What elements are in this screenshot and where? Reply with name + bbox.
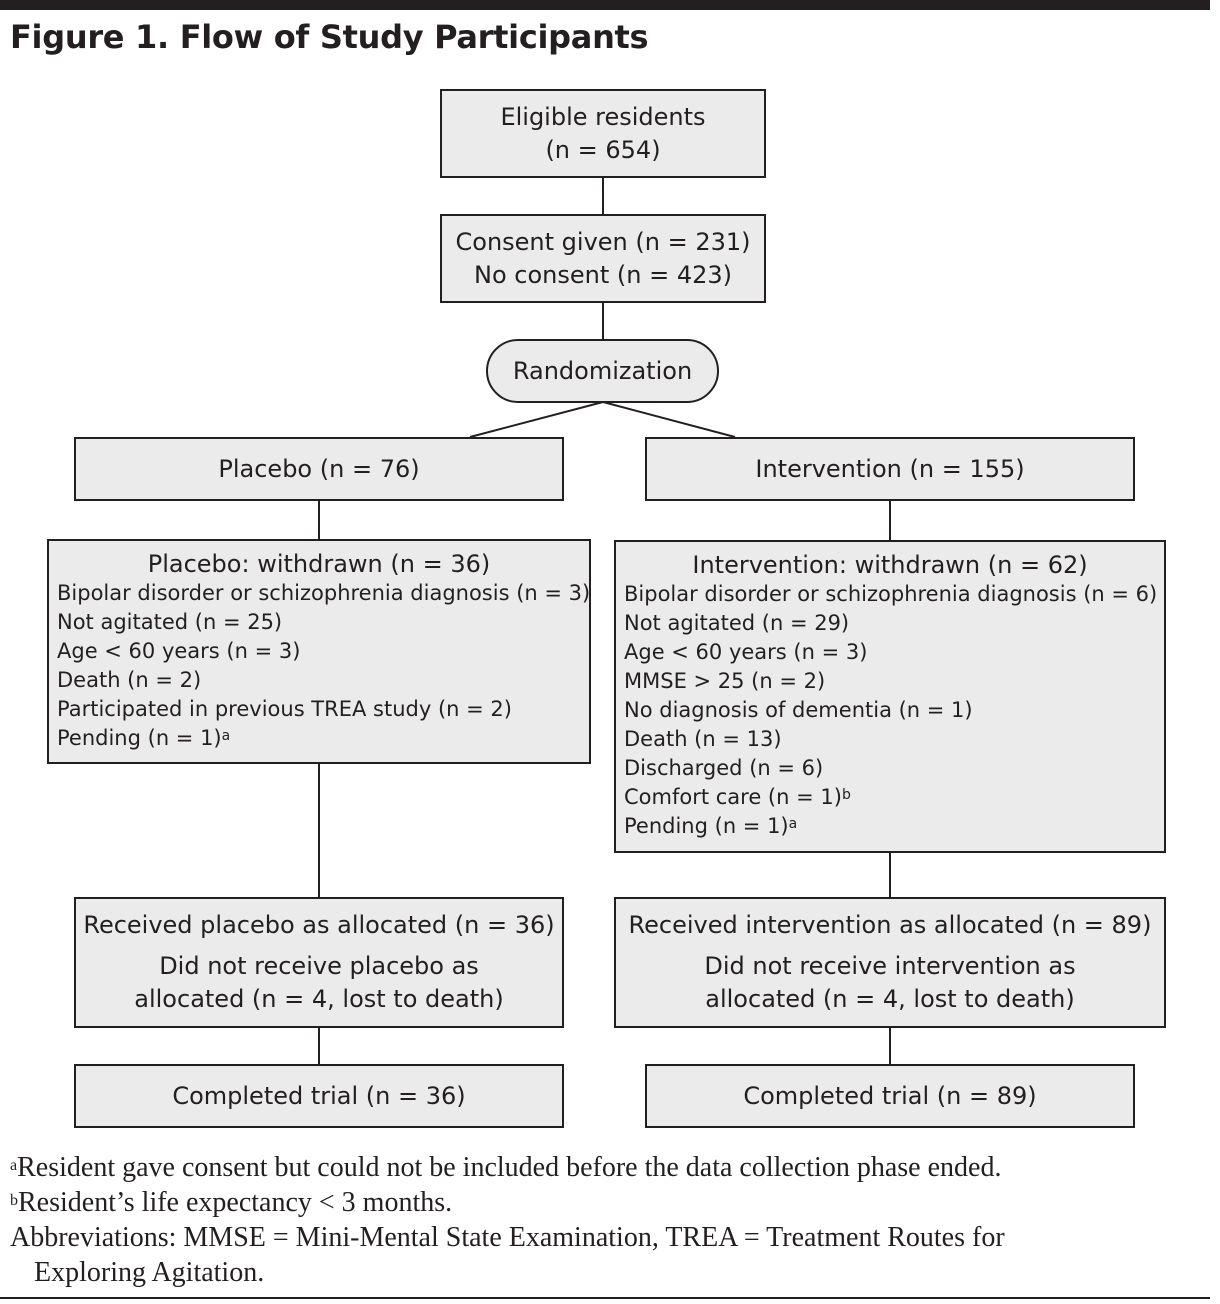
intervention-received-box: Received intervention as allocated (n = … [614,897,1166,1028]
intervention-completed-box: Completed trial (n = 89) [645,1064,1135,1128]
placebo-withdrawn-header: Placebo: withdrawn (n = 36) [147,550,491,578]
list-item: Bipolar disorder or schizophrenia diagno… [624,582,1158,606]
randomization-label: Randomization [512,356,693,385]
consent-line2: No consent (n = 423) [474,260,732,289]
footnote-b-mark: b [10,1192,18,1209]
placebo-received-line2: Did not receive placebo as [159,952,479,980]
eligible-residents-box: Eligible residents (n = 654) [440,89,766,178]
placebo-box: Placebo (n = 76) [74,437,564,501]
line-randomization-intervention [602,401,736,438]
intervention-completed-label: Completed trial (n = 89) [743,1081,1037,1110]
list-item: Participated in previous TREA study (n =… [57,697,512,721]
pending-text: Pending (n = 1) [57,726,222,750]
intervention-box: Intervention (n = 155) [645,437,1135,501]
list-item: Not agitated (n = 25) [57,610,283,634]
placebo-received-line3: allocated (n = 4, lost to death) [134,985,504,1013]
footnote-mark-a: a [221,728,231,744]
intervention-label: Intervention (n = 155) [755,454,1025,483]
top-rule [0,0,1210,10]
pending-text: Pending (n = 1) [624,814,789,838]
list-item: Comfort care (n = 1)b [624,783,1156,812]
consent-line1: Consent given (n = 231) [455,227,751,256]
list-item: Pending (n = 1)a [624,812,1156,841]
list-item: Bipolar disorder or schizophrenia diagno… [57,581,591,605]
randomization-box: Randomization [486,339,719,403]
footnote-b: bResident’s life expectancy < 3 months. [10,1185,1210,1220]
list-item: Pending (n = 1)a [57,724,581,753]
placebo-received-line1: Received placebo as allocated (n = 36) [83,911,555,939]
placebo-completed-label: Completed trial (n = 36) [172,1081,466,1110]
comfort-care-text: Comfort care (n = 1) [624,785,842,809]
list-item: Not agitated (n = 29) [624,611,850,635]
eligible-line2: (n = 654) [545,135,661,164]
abbreviations-line2: Exploring Agitation. [34,1257,265,1288]
intervention-received-line2: Did not receive intervention as [704,952,1076,980]
list-item: No diagnosis of dementia (n = 1) [624,698,973,722]
footnote-mark-b: b [841,787,851,803]
list-item: Discharged (n = 6) [624,756,824,780]
placebo-withdrawn-box: Placebo: withdrawn (n = 36) Bipolar diso… [47,539,591,764]
footnote-a: aResident gave consent but could not be … [10,1150,1210,1185]
intervention-received-line3: allocated (n = 4, lost to death) [705,985,1075,1013]
consent-box: Consent given (n = 231) No consent (n = … [440,214,766,303]
intervention-withdrawn-header: Intervention: withdrawn (n = 62) [692,551,1088,579]
list-item: MMSE > 25 (n = 2) [624,669,826,693]
footnote-mark-a: a [788,816,798,832]
footnote-b-text: Resident’s life expectancy < 3 months. [18,1187,453,1218]
figure-title: Figure 1. Flow of Study Participants [10,18,649,56]
footnotes: aResident gave consent but could not be … [10,1150,1210,1290]
intervention-received-line1: Received intervention as allocated (n = … [628,911,1152,939]
bottom-rule [0,1297,1210,1299]
placebo-received-box: Received placebo as allocated (n = 36) D… [74,897,564,1028]
footnote-a-mark: a [10,1157,18,1174]
placebo-label: Placebo (n = 76) [218,454,420,483]
placebo-completed-box: Completed trial (n = 36) [74,1064,564,1128]
intervention-withdrawn-box: Intervention: withdrawn (n = 62) Bipolar… [614,540,1166,853]
footnote-a-text: Resident gave consent but could not be i… [17,1152,1002,1183]
list-item: Death (n = 13) [624,727,782,751]
abbreviations-line1: Abbreviations: MMSE = Mini-Mental State … [10,1222,1005,1253]
list-item: Age < 60 years (n = 3) [624,640,868,664]
list-item: Death (n = 2) [57,668,202,692]
list-item: Age < 60 years (n = 3) [57,639,301,663]
eligible-line1: Eligible residents [500,102,706,131]
line-randomization-placebo [469,401,604,438]
